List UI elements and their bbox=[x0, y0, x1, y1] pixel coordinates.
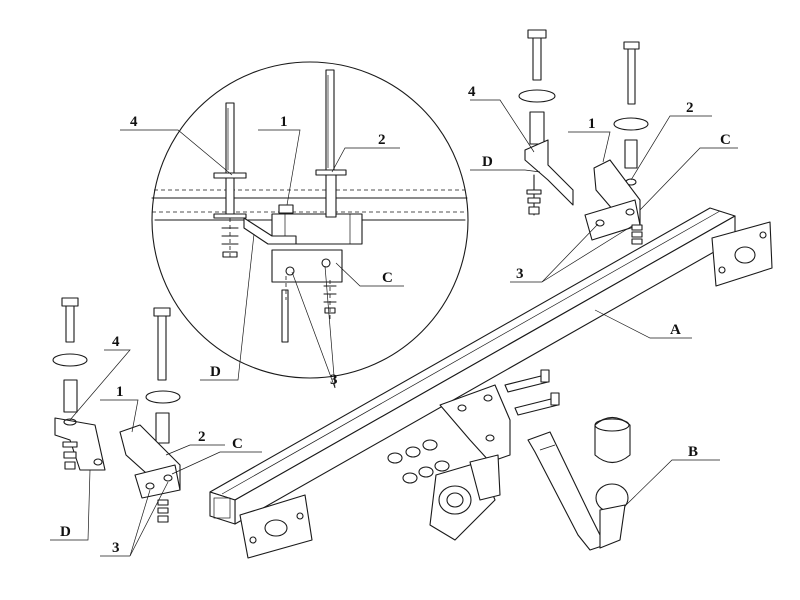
tow-ball-neck bbox=[527, 416, 631, 551]
label-c-left: C bbox=[232, 436, 243, 452]
label-a: A bbox=[670, 322, 681, 338]
label-1-left: 1 bbox=[116, 384, 124, 400]
leader-lines bbox=[50, 99, 738, 557]
label-d-detail: D bbox=[210, 364, 221, 380]
label-d-left: D bbox=[60, 524, 71, 540]
label-c-right: C bbox=[720, 132, 731, 148]
label-4-detail: 4 bbox=[130, 114, 138, 130]
detail-circle bbox=[151, 61, 469, 379]
label-d-right: D bbox=[482, 154, 493, 170]
label-b: B bbox=[688, 444, 698, 460]
label-4-right: 4 bbox=[468, 84, 476, 100]
center-bracket bbox=[387, 369, 560, 541]
label-1-detail: 1 bbox=[280, 114, 288, 130]
label-4-left: 4 bbox=[112, 334, 120, 350]
label-c-detail: C bbox=[382, 270, 393, 286]
label-3-left: 3 bbox=[112, 540, 120, 556]
end-plate-right bbox=[711, 221, 773, 287]
label-2-left: 2 bbox=[198, 429, 206, 445]
label-3-right: 3 bbox=[516, 266, 524, 282]
label-1-right: 1 bbox=[588, 116, 596, 132]
label-2-detail: 2 bbox=[378, 132, 386, 148]
end-plate-left bbox=[239, 494, 313, 559]
label-3-detail: 3 bbox=[330, 372, 338, 388]
left-mount-assembly bbox=[52, 297, 181, 523]
right-mount-assembly bbox=[518, 29, 649, 245]
cross-bar bbox=[209, 207, 736, 525]
part-labels: 4 1 2 C D 3 4 1 2 D C 3 A B 4 1 2 C D 3 bbox=[60, 84, 731, 556]
label-2-right: 2 bbox=[686, 100, 694, 116]
